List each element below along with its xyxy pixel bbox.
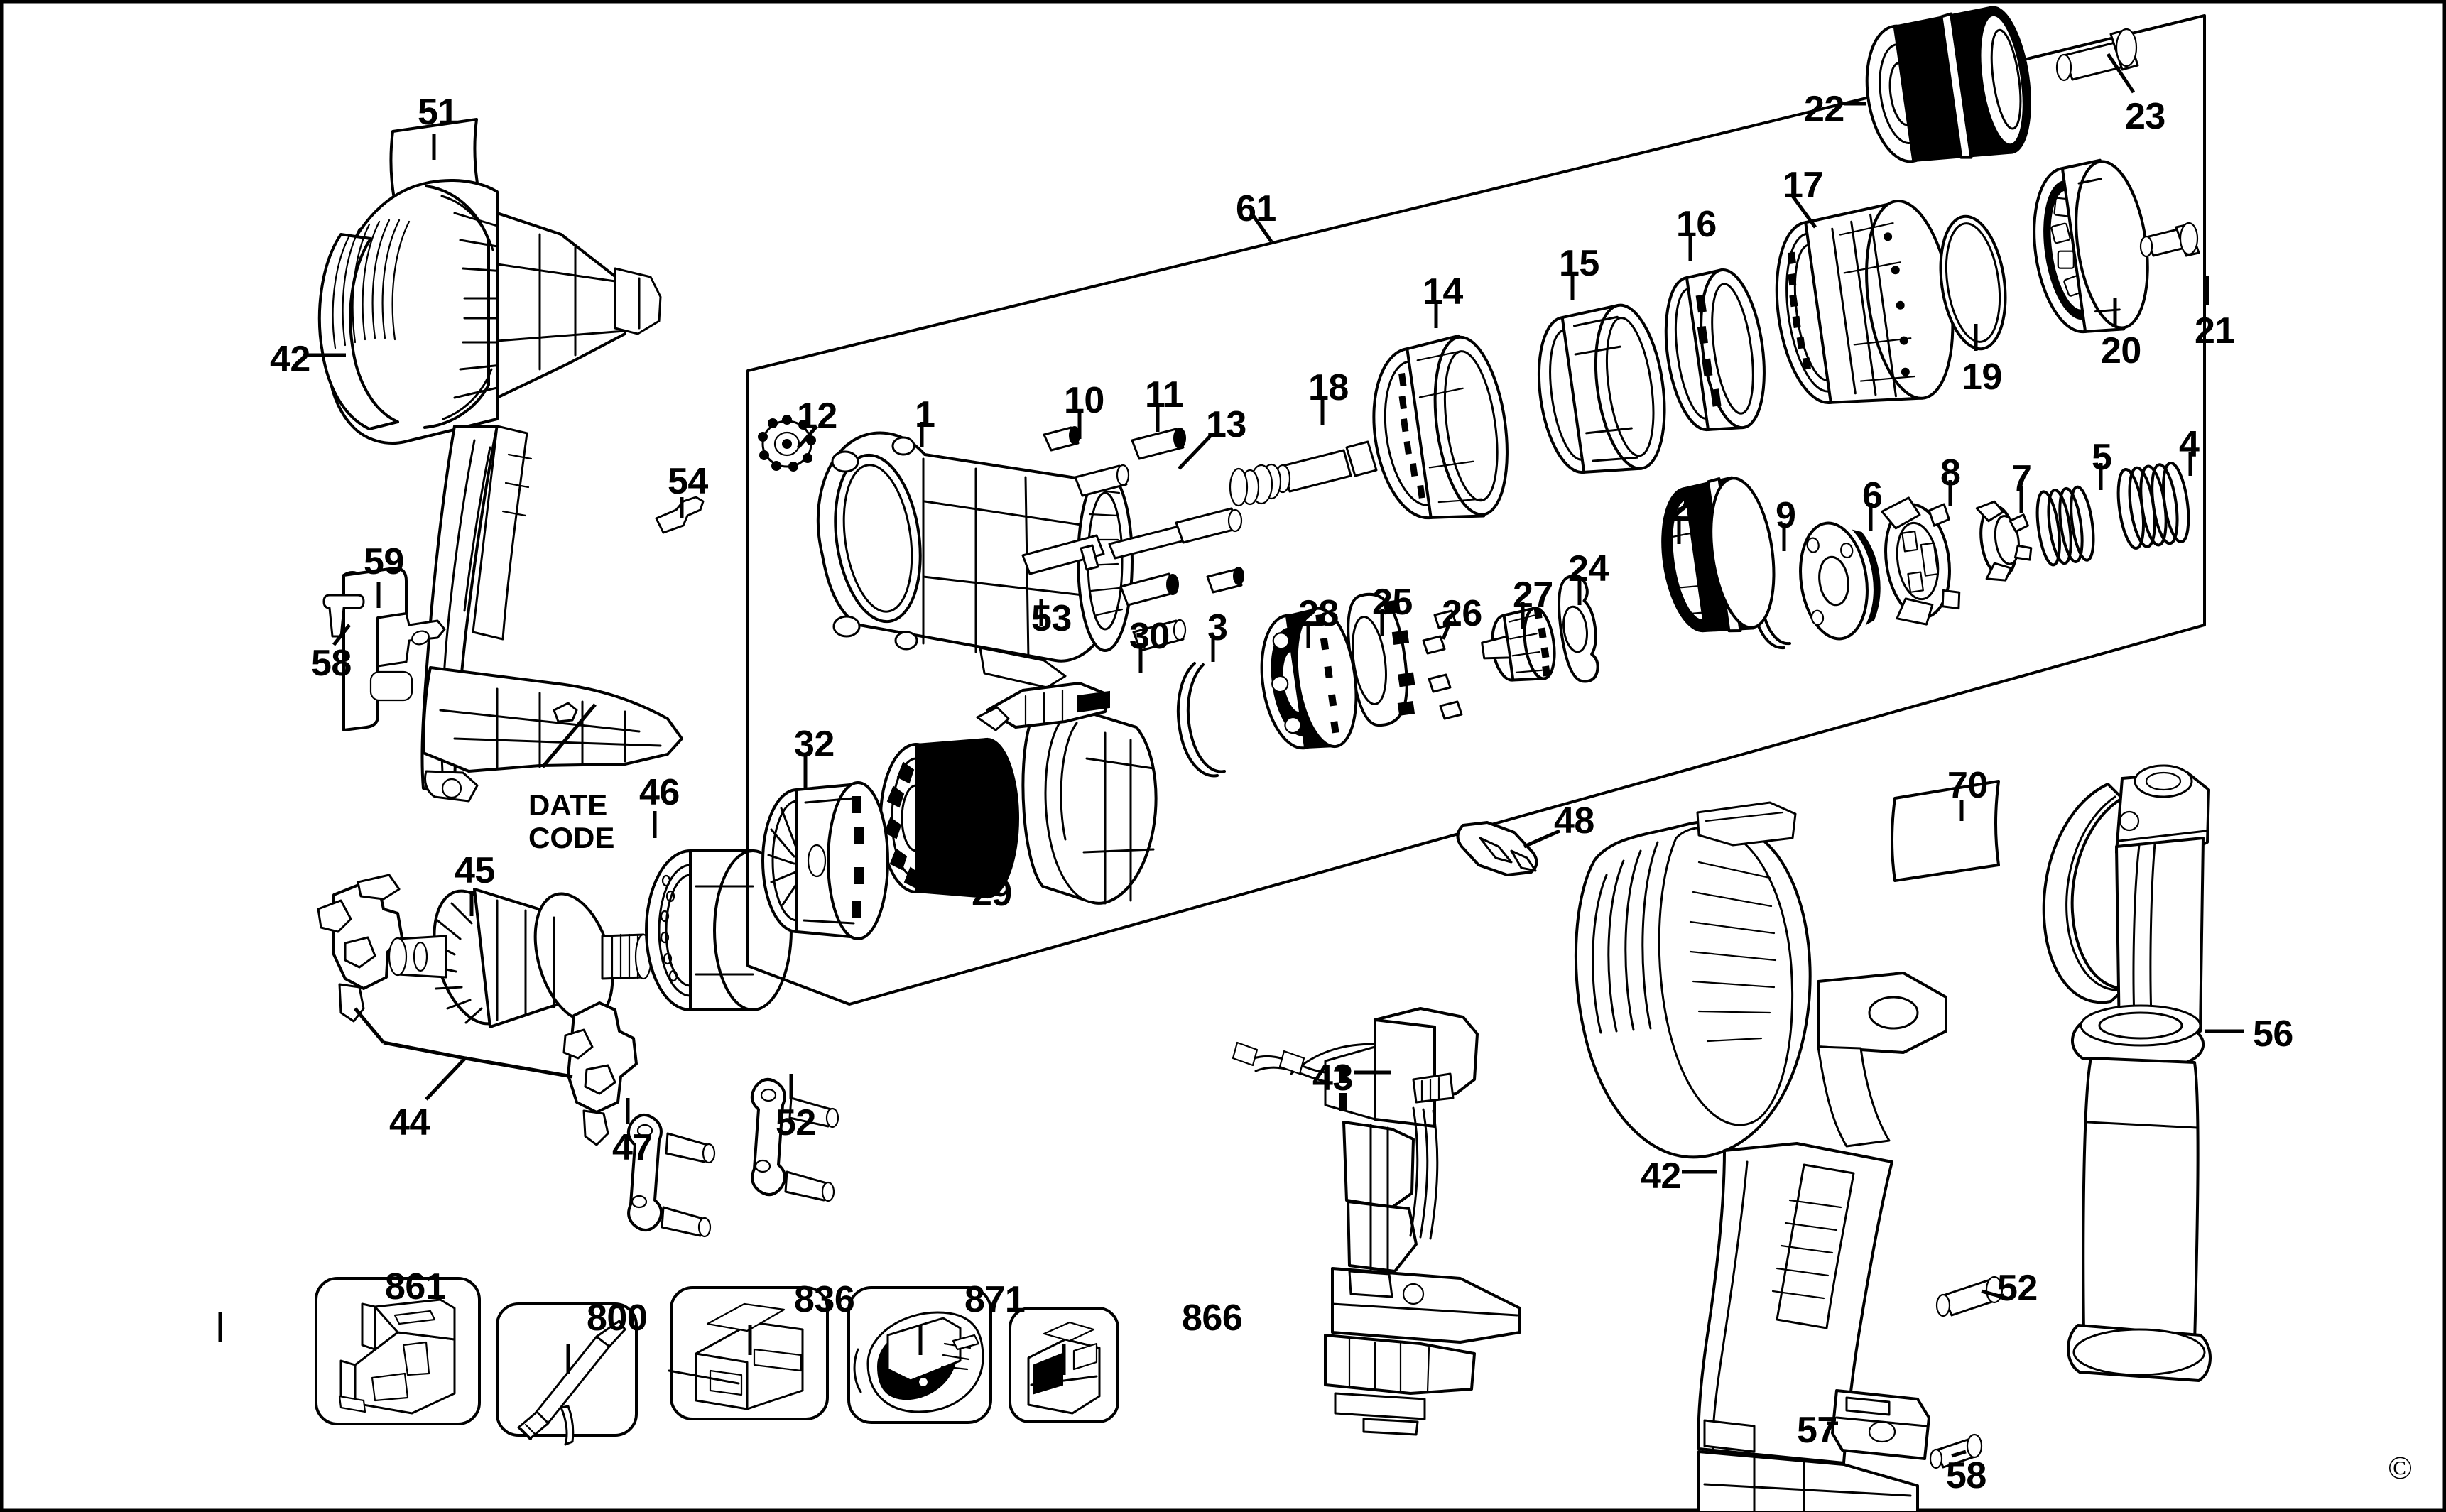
callout-16: 16 bbox=[1676, 204, 1717, 245]
callout-21: 21 bbox=[2195, 310, 2235, 352]
callout-45: 45 bbox=[455, 850, 495, 891]
gearbox-explode-group bbox=[758, 6, 2200, 940]
callout-25: 25 bbox=[1372, 582, 1413, 623]
callout-70: 70 bbox=[1947, 765, 1988, 806]
callout-18: 18 bbox=[1308, 367, 1349, 408]
callout-23: 23 bbox=[2125, 96, 2165, 137]
callout-5: 5 bbox=[2092, 437, 2112, 478]
callout-11: 11 bbox=[1145, 374, 1183, 415]
callout-2: 2 bbox=[1670, 488, 1691, 529]
callout-54: 54 bbox=[668, 461, 708, 502]
accessory-label-861: 861 bbox=[385, 1266, 446, 1307]
callout-48: 48 bbox=[1554, 800, 1594, 842]
callout-9: 9 bbox=[1776, 495, 1796, 536]
callout-17: 17 bbox=[1783, 165, 1823, 206]
housing-right-group bbox=[1574, 801, 2004, 1512]
callout-20: 20 bbox=[2101, 330, 2141, 371]
callout-32: 32 bbox=[794, 724, 835, 765]
callout-30: 30 bbox=[1129, 616, 1170, 657]
callout-1: 1 bbox=[915, 394, 935, 435]
callout-43: 43 bbox=[1312, 1057, 1353, 1099]
callout-47: 47 bbox=[612, 1127, 653, 1168]
callout-53: 53 bbox=[1031, 598, 1072, 639]
accessory-label-836: 836 bbox=[794, 1279, 855, 1320]
callout-61: 61 bbox=[1236, 188, 1276, 229]
callout-26: 26 bbox=[1442, 593, 1482, 634]
callout-8: 8 bbox=[1940, 452, 1961, 494]
switch-module-group bbox=[1232, 821, 1538, 1436]
callout-14: 14 bbox=[1423, 271, 1463, 312]
callout-52-right: 52 bbox=[1997, 1268, 2038, 1309]
callout-51: 51 bbox=[418, 92, 458, 133]
callout-leader-lines bbox=[218, 53, 2244, 1458]
callout-27: 27 bbox=[1513, 575, 1553, 616]
callout-4: 4 bbox=[2179, 424, 2200, 465]
callout-59: 59 bbox=[364, 541, 404, 582]
callout-22: 22 bbox=[1804, 89, 1844, 130]
part-54-clip bbox=[655, 496, 705, 534]
callout-44: 44 bbox=[389, 1102, 430, 1143]
callout-42-left: 42 bbox=[270, 339, 310, 380]
callout-10: 10 bbox=[1064, 380, 1104, 421]
date-code-label-line2: CODE bbox=[528, 821, 615, 854]
accessory-label-866: 866 bbox=[1182, 1298, 1243, 1339]
callout-12: 12 bbox=[797, 396, 837, 437]
accessory-label-871: 871 bbox=[964, 1279, 1026, 1320]
callout-42-right: 42 bbox=[1641, 1155, 1681, 1197]
callout-29: 29 bbox=[972, 873, 1012, 914]
callout-46: 46 bbox=[639, 772, 680, 813]
callout-58-right: 58 bbox=[1946, 1455, 1986, 1496]
callout-6: 6 bbox=[1862, 475, 1883, 516]
callout-24: 24 bbox=[1568, 548, 1609, 589]
copyright-symbol: © bbox=[2388, 1450, 2413, 1486]
callout-58-left: 58 bbox=[311, 643, 352, 684]
motor-left-group bbox=[317, 849, 839, 1238]
date-code-label-line1: DATE bbox=[528, 788, 608, 822]
accessory-label-800: 800 bbox=[587, 1298, 648, 1339]
callout-57: 57 bbox=[1797, 1410, 1837, 1451]
callout-13: 13 bbox=[1206, 404, 1246, 445]
callout-52-left: 52 bbox=[776, 1102, 816, 1143]
callout-56: 56 bbox=[2253, 1013, 2293, 1055]
belt-hook-group bbox=[322, 567, 446, 731]
housing-left-group bbox=[317, 118, 683, 803]
accessory-boxes-group bbox=[315, 1277, 1119, 1446]
callout-28: 28 bbox=[1298, 593, 1339, 634]
callout-7: 7 bbox=[2011, 458, 2032, 499]
callout-19: 19 bbox=[1962, 357, 2002, 398]
callout-15: 15 bbox=[1559, 243, 1599, 284]
side-handle-group bbox=[1891, 764, 2212, 1382]
callout-3: 3 bbox=[1207, 607, 1228, 648]
